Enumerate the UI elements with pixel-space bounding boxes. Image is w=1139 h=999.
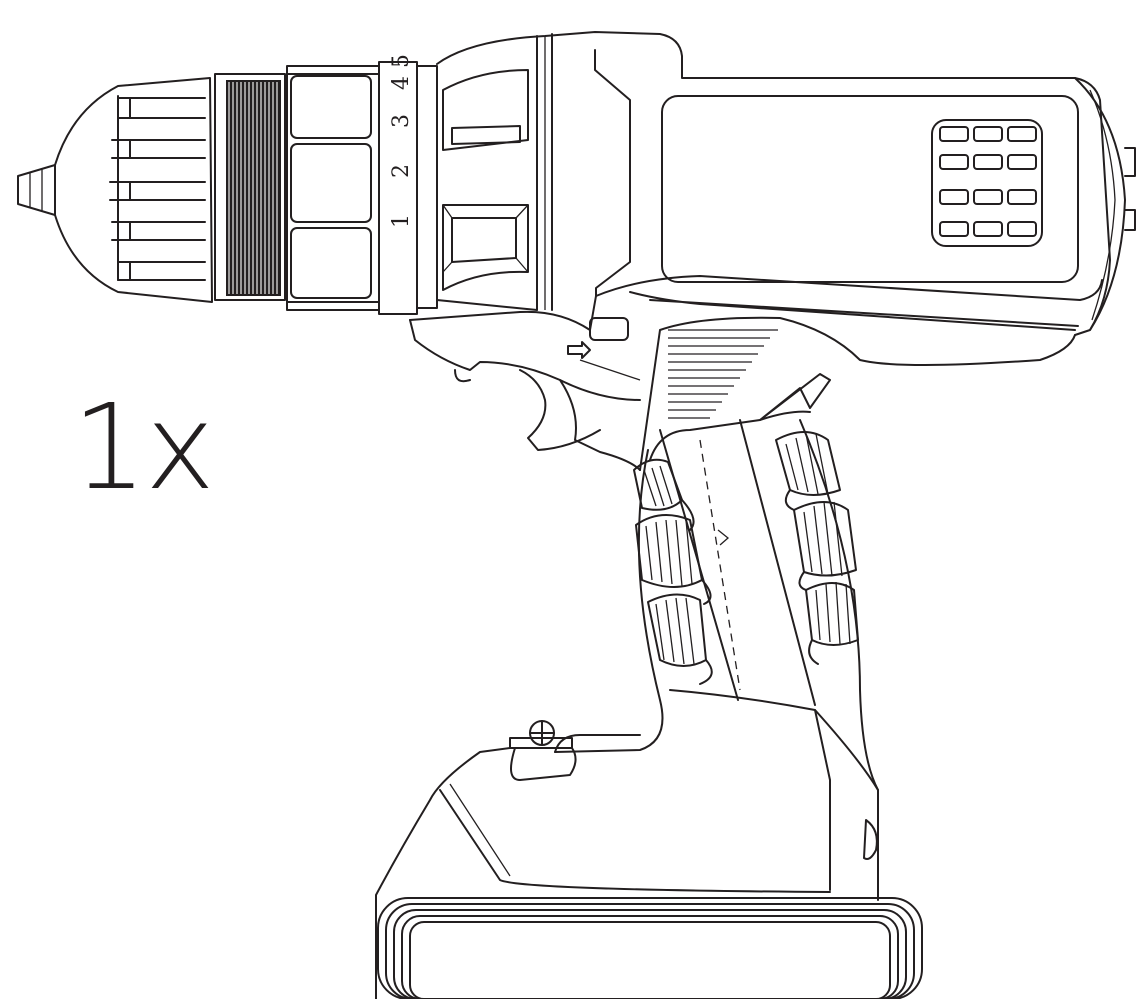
clutch-scale-2: 2 bbox=[389, 164, 414, 178]
clutch-collar[interactable] bbox=[286, 61, 438, 315]
battery-screw-icon bbox=[509, 720, 577, 781]
chuck bbox=[17, 73, 286, 303]
grip-pad-right bbox=[775, 431, 859, 665]
grip-texture bbox=[668, 329, 778, 419]
clutch-scale-3: 3 bbox=[389, 114, 414, 128]
grip-pad-left bbox=[633, 458, 713, 685]
battery-base bbox=[377, 897, 923, 999]
clutch-torque-scale: 1 2 3 4 5 bbox=[389, 54, 414, 228]
gearbox-housing bbox=[436, 31, 1111, 336]
clutch-scale-1: 1 bbox=[389, 214, 414, 228]
direction-switch[interactable] bbox=[567, 317, 629, 359]
battery-pack bbox=[375, 689, 923, 999]
clutch-scale-4: 4 bbox=[389, 76, 414, 90]
motor-housing bbox=[594, 49, 1136, 331]
clutch-scale-5: 5 bbox=[389, 54, 414, 68]
trigger[interactable] bbox=[409, 295, 641, 471]
handle-grip bbox=[554, 316, 1076, 791]
quantity-label: 1x bbox=[72, 378, 215, 516]
motor-vents bbox=[931, 119, 1043, 247]
